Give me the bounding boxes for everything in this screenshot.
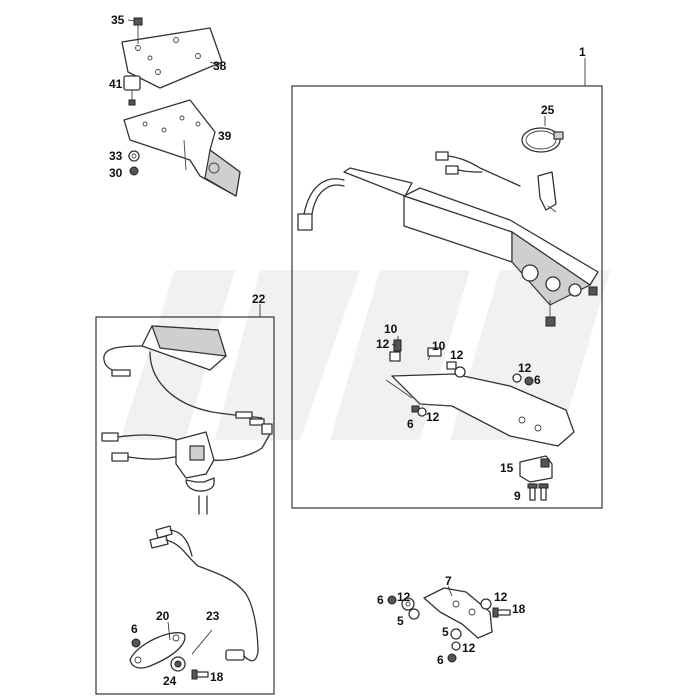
callout-6-a: 6	[534, 373, 541, 387]
license-plate-bracket	[385, 373, 575, 447]
callout-25: 25	[541, 103, 555, 117]
hardware-parts-frame1	[389, 336, 534, 417]
sensor-cable-23	[149, 525, 259, 662]
washer-33	[128, 150, 140, 162]
callout-12-b: 12	[450, 348, 464, 362]
rubber-mount-41	[123, 75, 141, 106]
callout-labels: 1 35 38 41 39 33 30 25 22 10 12 10 12 12…	[109, 13, 586, 688]
callout-24: 24	[163, 674, 177, 688]
callout-12-d: 12	[426, 410, 440, 424]
bracket-20-parts	[129, 632, 209, 680]
callout-6-d: 6	[437, 653, 444, 667]
callout-12-e: 12	[397, 590, 411, 604]
bracket-plate-38	[121, 27, 223, 89]
callout-12-g: 12	[462, 641, 476, 655]
mount-block-15	[519, 455, 553, 501]
bracket-7-group	[387, 587, 511, 663]
switch-sensor-assembly	[101, 423, 273, 515]
callout-38: 38	[213, 59, 227, 73]
callout-5-b: 5	[442, 625, 449, 639]
leader-lines	[128, 155, 453, 655]
callout-12-a: 12	[376, 337, 390, 351]
callout-12-c: 12	[518, 361, 532, 375]
callout-7: 7	[445, 574, 452, 588]
callout-41: 41	[109, 77, 123, 91]
callout-1: 1	[579, 45, 586, 59]
callout-12-f: 12	[494, 590, 508, 604]
callout-35: 35	[111, 13, 125, 27]
callout-33: 33	[109, 149, 123, 163]
callout-18-a: 18	[512, 602, 526, 616]
bracket-39	[123, 99, 241, 197]
connector-harness	[435, 151, 557, 213]
callout-15: 15	[500, 461, 514, 475]
hose-clamp-25	[521, 116, 564, 153]
group-frame-22	[95, 304, 275, 695]
callout-20: 20	[156, 609, 170, 623]
callout-6-c: 6	[377, 593, 384, 607]
tail-light-housing	[297, 167, 599, 327]
callout-6-e: 6	[131, 622, 138, 636]
callout-22: 22	[252, 292, 266, 306]
callout-10-a: 10	[384, 322, 398, 336]
callout-6-b: 6	[407, 417, 414, 431]
callout-39: 39	[218, 129, 232, 143]
nut-30	[129, 166, 139, 176]
screw-35	[127, 17, 143, 44]
callout-18-b: 18	[210, 670, 224, 684]
group-frame-1	[291, 58, 603, 509]
callout-5-a: 5	[397, 614, 404, 628]
callout-23: 23	[206, 609, 220, 623]
license-light-assembly	[103, 325, 265, 426]
callout-10-b: 10	[432, 339, 446, 353]
callout-9: 9	[514, 489, 521, 503]
callout-30: 30	[109, 166, 123, 180]
